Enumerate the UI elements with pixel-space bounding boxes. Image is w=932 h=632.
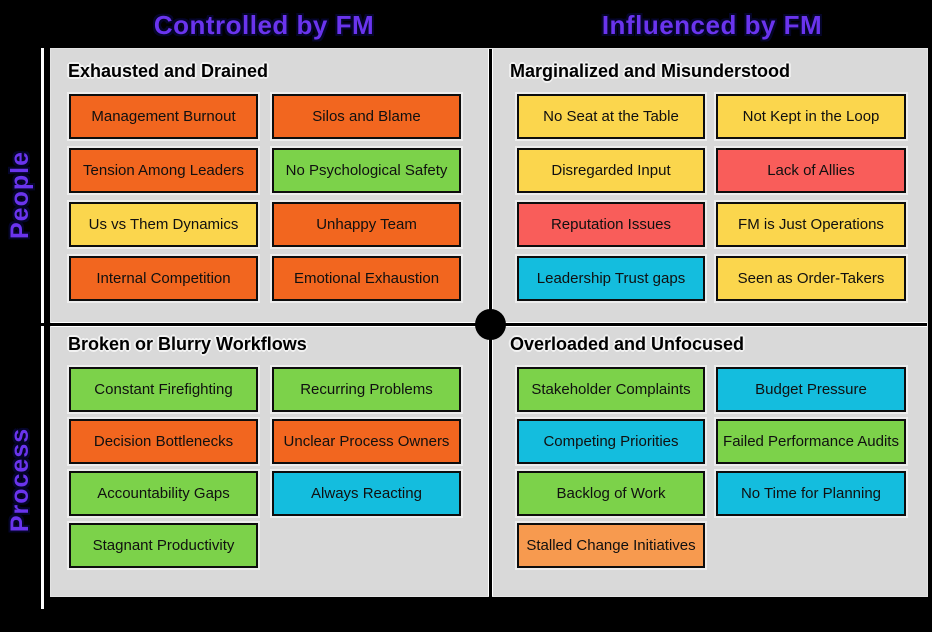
item-box: Internal Competition	[69, 256, 258, 301]
y-axis-line	[44, 48, 49, 604]
item-box: Always Reacting	[272, 471, 461, 516]
column-title-influenced-by-fm: Influenced by FM	[601, 9, 823, 40]
quadrant-exhausted-and-drained: Exhausted and Drained Management Burnout…	[51, 49, 488, 322]
item-box: No Psychological Safety	[272, 148, 461, 193]
quadrant-matrix: Exhausted and Drained Management Burnout…	[41, 48, 928, 601]
quadrant-marginalized-and-misunderstood: Marginalized and Misunderstood No Seat a…	[493, 49, 927, 322]
item-box: Lack of Allies	[716, 148, 906, 193]
quadrant-title: Exhausted and Drained	[68, 61, 269, 81]
quadrant-title: Broken or Blurry Workflows	[68, 334, 307, 354]
item-box: Seen as Order-Takers	[716, 256, 906, 301]
item-box: Silos and Blame	[272, 94, 461, 139]
item-box: Constant Firefighting	[69, 367, 258, 412]
quadrant-title: Overloaded and Unfocused	[510, 334, 745, 354]
item-box: Decision Bottlenecks	[69, 419, 258, 464]
item-box: Unhappy Team	[272, 202, 461, 247]
row-label-process: Process	[5, 427, 34, 533]
item-box: Stalled Change Initiatives	[517, 523, 705, 568]
item-box: Unclear Process Owners	[272, 419, 461, 464]
quadrant-title: Marginalized and Misunderstood	[510, 61, 791, 81]
item-box: No Seat at the Table	[517, 94, 705, 139]
item-box: Budget Pressure	[716, 367, 906, 412]
item-box: Stakeholder Complaints	[517, 367, 705, 412]
item-box: Backlog of Work	[517, 471, 705, 516]
y-axis-highlight-line	[41, 48, 44, 609]
item-box: Reputation Issues	[517, 202, 705, 247]
item-box: Stagnant Productivity	[69, 523, 258, 568]
column-title-controlled-by-fm: Controlled by FM	[153, 9, 375, 40]
item-box: No Time for Planning	[716, 471, 906, 516]
item-box: Management Burnout	[69, 94, 258, 139]
quadrant-overloaded-and-unfocused: Overloaded and Unfocused Stakeholder Com…	[493, 327, 927, 596]
center-dot	[475, 309, 506, 340]
item-box: FM is Just Operations	[716, 202, 906, 247]
item-box: Disregarded Input	[517, 148, 705, 193]
quadrant-broken-or-blurry-workflows: Broken or Blurry Workflows Constant Fire…	[51, 327, 488, 596]
item-box: Tension Among Leaders	[69, 148, 258, 193]
item-box: Accountability Gaps	[69, 471, 258, 516]
row-label-people: People	[5, 151, 34, 239]
item-box: Recurring Problems	[272, 367, 461, 412]
item-box: Competing Priorities	[517, 419, 705, 464]
item-box: Failed Performance Audits	[716, 419, 906, 464]
item-box: Not Kept in the Loop	[716, 94, 906, 139]
item-box: Us vs Them Dynamics	[69, 202, 258, 247]
item-box: Emotional Exhaustion	[272, 256, 461, 301]
item-box: Leadership Trust gaps	[517, 256, 705, 301]
